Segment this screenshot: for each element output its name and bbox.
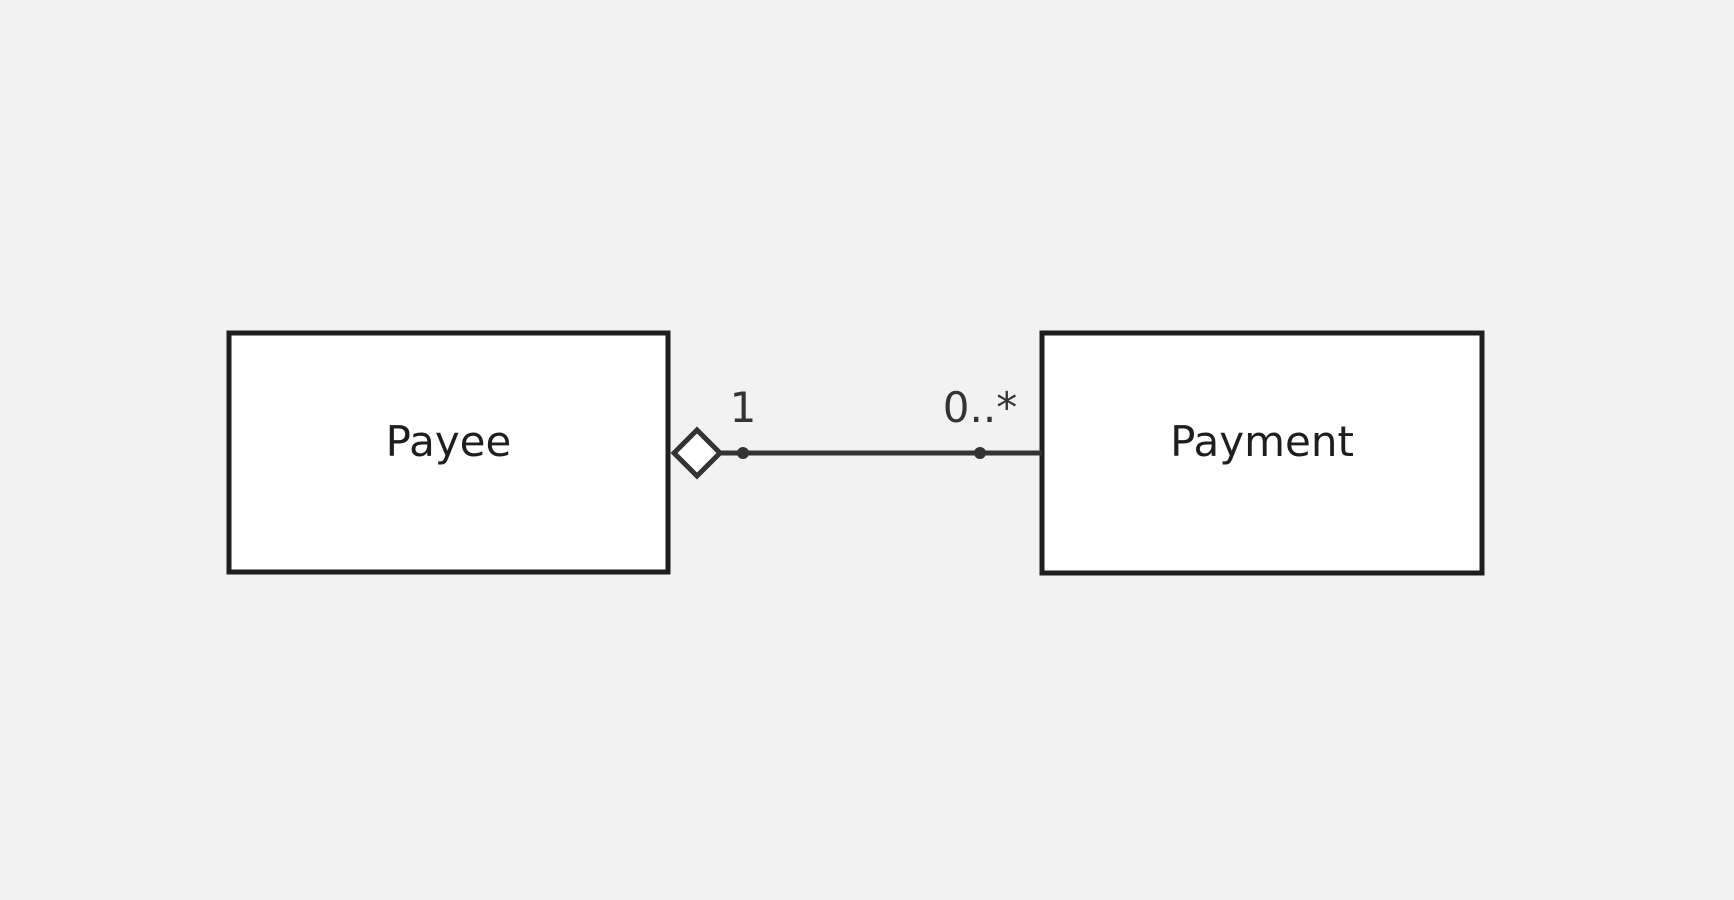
class-payee-box [226,330,671,575]
target-endpoint-dot [974,447,986,459]
target-multiplicity-label: 0..* [943,383,1017,432]
class-payee[interactable]: Payee [226,330,671,575]
source-multiplicity-label: 1 [730,383,757,432]
source-endpoint-dot [737,447,749,459]
aggregation-diamond-icon [670,426,724,480]
class-payment[interactable]: Payment [1039,330,1485,576]
class-payment-box [1039,330,1485,576]
aggregation-association[interactable]: 1 0..* [670,383,1042,480]
class-payee-label: Payee [386,417,512,466]
class-payment-label: Payment [1170,417,1354,466]
